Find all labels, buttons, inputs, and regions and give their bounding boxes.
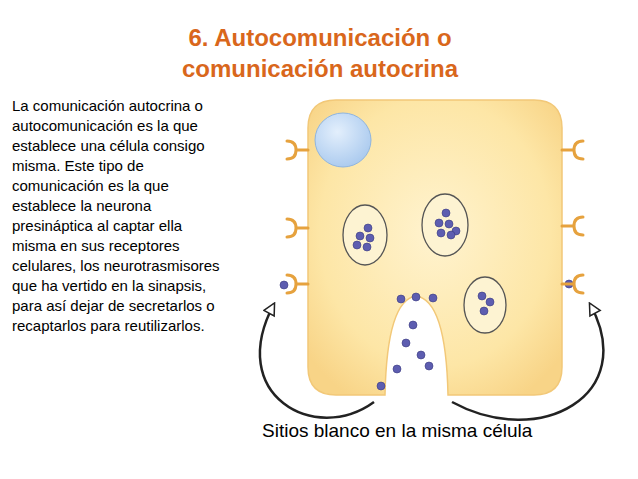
receptor — [562, 217, 583, 235]
molecule — [486, 298, 494, 306]
molecule — [377, 382, 385, 390]
molecule — [478, 292, 486, 300]
molecule — [363, 243, 371, 251]
vesicle — [422, 194, 468, 256]
caption-text: Sitios blanco en la misma célula — [262, 419, 622, 442]
molecule — [445, 220, 453, 228]
molecule — [393, 365, 401, 373]
molecule — [364, 224, 372, 232]
molecule — [437, 229, 445, 237]
nucleus — [315, 113, 371, 167]
molecule — [412, 293, 420, 301]
bound-molecule — [280, 281, 288, 289]
receptor — [562, 275, 583, 293]
receptor — [287, 219, 308, 237]
receptor — [287, 275, 308, 293]
molecule — [442, 209, 450, 217]
molecule — [356, 232, 364, 240]
vesicles — [343, 194, 506, 333]
vesicle — [343, 205, 387, 265]
molecule — [417, 351, 425, 359]
neurotransmitter-molecules — [280, 209, 573, 390]
receptor — [562, 141, 583, 159]
curved-arrow — [452, 304, 603, 420]
receptor — [287, 141, 308, 159]
molecule — [425, 362, 433, 370]
molecule — [429, 294, 437, 302]
molecule — [402, 339, 410, 347]
molecule — [366, 234, 374, 242]
receptors — [287, 141, 583, 293]
molecule — [409, 321, 417, 329]
feedback-arrows — [260, 304, 603, 420]
molecule — [435, 219, 443, 227]
molecule — [447, 231, 455, 239]
molecule — [397, 295, 405, 303]
title-text: 6. Autocomunicación o comunicación autoc… — [150, 22, 490, 84]
curved-arrow — [260, 304, 374, 418]
vesicle — [464, 277, 506, 333]
description-text: La comunicación autocrina o autocomunica… — [12, 96, 228, 336]
molecule — [353, 241, 361, 249]
cell-body — [308, 100, 562, 395]
molecule — [480, 307, 488, 315]
